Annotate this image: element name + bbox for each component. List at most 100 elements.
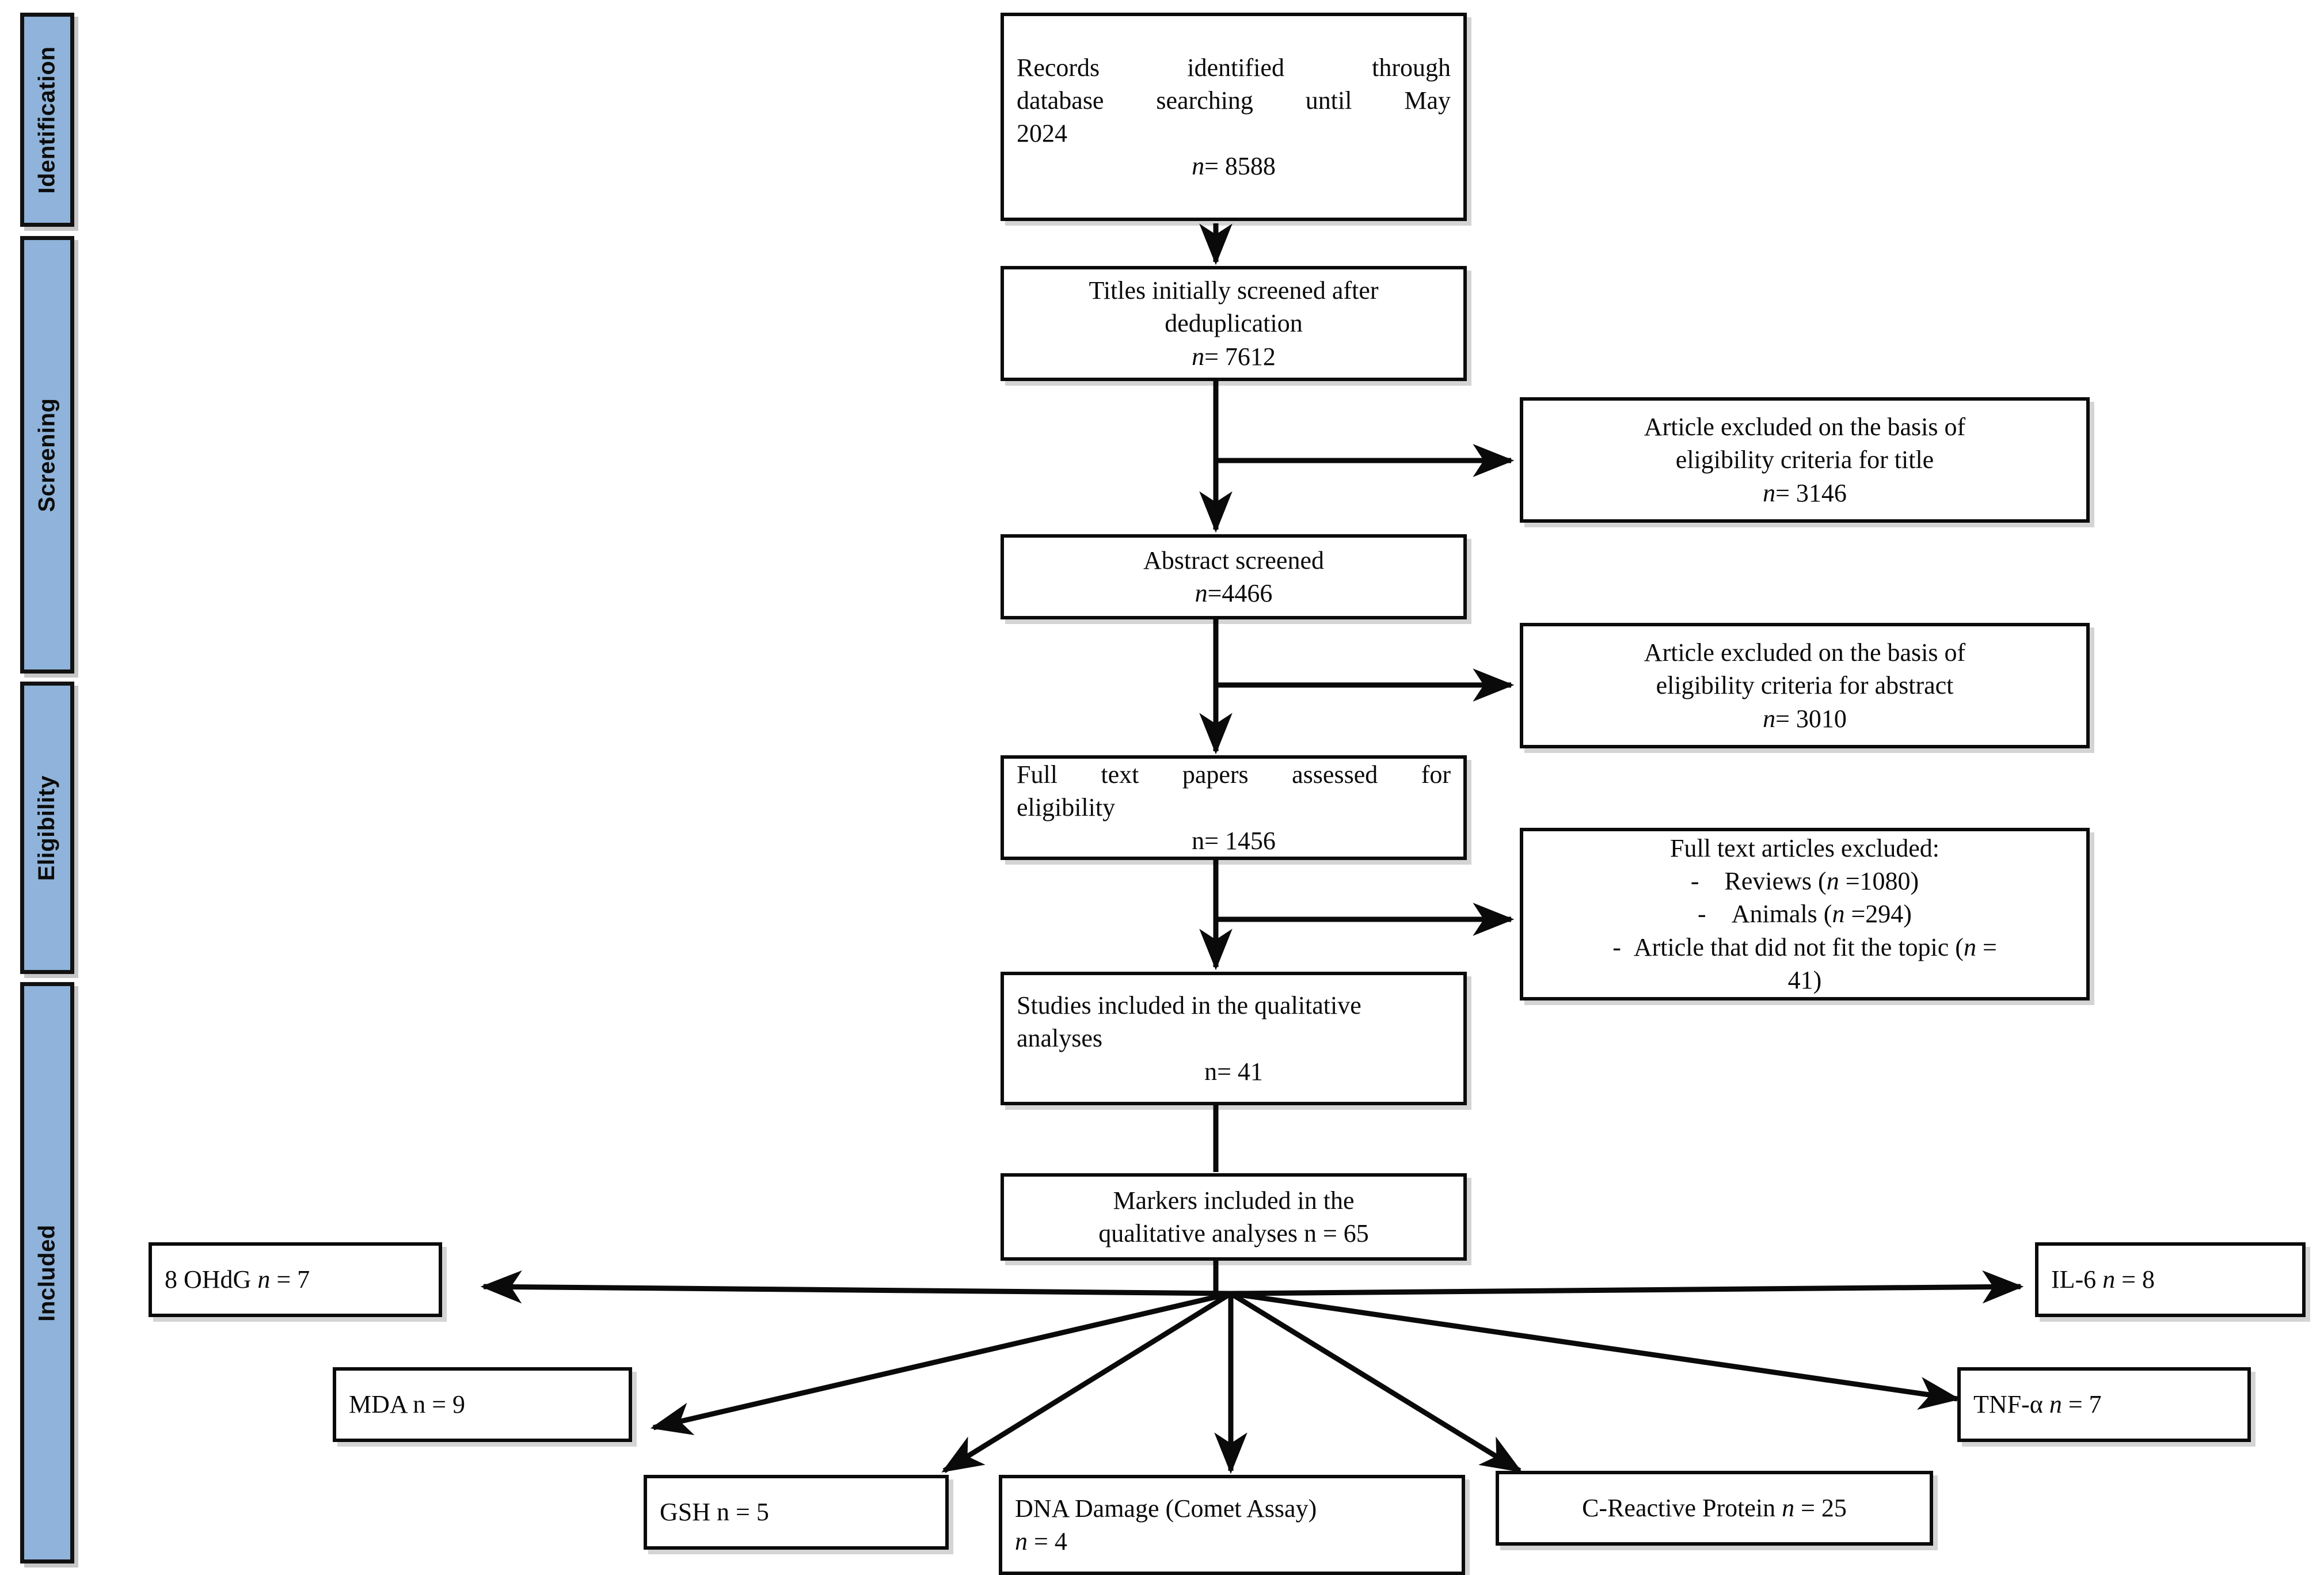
crp-n: n <box>1782 1494 1795 1523</box>
phase-bar-identification: Identification <box>20 13 74 227</box>
il6-value: = 8 <box>2115 1265 2155 1294</box>
studies-count-value: = 41 <box>1217 1057 1263 1086</box>
il6-name: IL-6 <box>2051 1265 2103 1294</box>
bullet-var-0: n <box>1826 867 1839 896</box>
box-excluded-title: Article excluded on the basis of eligibi… <box>1520 397 2090 523</box>
excl-title-line1: Article excluded on the basis of <box>1644 413 1966 442</box>
fulltext-count-value: = 1456 <box>1204 826 1276 855</box>
edge-hub-to-ohdg <box>480 1270 1231 1304</box>
box-excluded-fulltext: Full text articles excluded: - Reviews (… <box>1520 828 2090 1000</box>
box-studies-included: Studies included in the qualitative anal… <box>1001 972 1467 1105</box>
bullet-value-1: =294) <box>1844 900 1912 929</box>
abstract-count-n: n <box>1195 579 1208 607</box>
excl-abstract-count-n: n <box>1763 704 1776 733</box>
bullet-label-0: Reviews ( <box>1724 867 1827 896</box>
box-marker-dna: DNA Damage (Comet Assay) n = 4 <box>999 1475 1465 1575</box>
box-marker-mda: MDA n = 9 <box>333 1367 632 1442</box>
box-excluded-abstract: Article excluded on the basis of eligibi… <box>1520 623 2090 748</box>
box-marker-tnfa: TNF-α n = 7 <box>1957 1367 2251 1442</box>
titles-count-value: = 7612 <box>1204 342 1276 371</box>
fulltext-line1: Full text papers assessed for <box>1017 760 1451 789</box>
abstract-line1: Abstract screened <box>1143 546 1324 575</box>
phase-label-eligibility: Eligibility <box>34 775 60 881</box>
crp-value: = 25 <box>1794 1494 1847 1523</box>
crp-label: C-Reactive Protein n = 25 <box>1512 1492 1917 1524</box>
studies-line1: Studies included in the qualitative <box>1017 991 1361 1020</box>
records-line1: Records identified through <box>1017 53 1451 82</box>
bullet-label-1: Animals ( <box>1731 900 1832 929</box>
studies-count-n: n <box>1204 1057 1218 1086</box>
tnfa-label: TNF-α n = 7 <box>1973 1388 2235 1421</box>
edge-hub-to-mda <box>650 1291 1232 1435</box>
phase-label-screening: Screening <box>34 398 60 512</box>
bullet-dash-1: - <box>1698 900 1706 929</box>
box-fulltext-assessed: Full text papers assessed for eligibilit… <box>1001 755 1467 860</box>
markers-line2: qualitative analyses n = 65 <box>1098 1219 1369 1247</box>
phase-label-identification: Identification <box>34 46 60 193</box>
ohdg-n: n <box>257 1265 271 1294</box>
markers-line1: Markers included in the <box>1113 1186 1355 1215</box>
excl-fulltext-item-offtopic-cont: 41) <box>1787 965 1822 994</box>
box-marker-il6: IL-6 n = 8 <box>2035 1242 2306 1317</box>
tnfa-value: = 7 <box>2061 1390 2102 1419</box>
ohdg-value: = 7 <box>270 1265 310 1294</box>
box-marker-crp: C-Reactive Protein n = 25 <box>1496 1471 1933 1546</box>
dna-n: n <box>1015 1527 1028 1555</box>
excl-abstract-count: n= 3010 <box>1536 702 2074 735</box>
tnfa-n: n <box>2049 1390 2062 1419</box>
dna-count: n = 4 <box>1015 1525 1449 1558</box>
phase-label-included: Included <box>34 1224 60 1322</box>
box-records-identified: Records identified through database sear… <box>1001 13 1467 221</box>
box-marker-ohdg: 8 OHdG n = 7 <box>149 1242 442 1317</box>
il6-n: n <box>2102 1265 2116 1294</box>
fulltext-line2: eligibility <box>1017 793 1116 822</box>
gsh-label: GSH n = 5 <box>660 1498 769 1527</box>
excl-abstract-line1: Article excluded on the basis of <box>1644 638 1966 667</box>
ohdg-label: 8 OHdG n = 7 <box>165 1263 426 1296</box>
edge-hub-to-gsh <box>941 1291 1233 1473</box>
tnfa-name: TNF-α <box>1973 1390 2049 1419</box>
crp-name: C-Reactive Protein <box>1582 1494 1782 1523</box>
ohdg-name: 8 OHdG <box>165 1265 258 1294</box>
titles-line1: Titles initially screened after <box>1089 276 1379 305</box>
mda-label: MDA n = 9 <box>349 1390 466 1419</box>
titles-line2: deduplication <box>1165 309 1303 338</box>
excl-abstract-count-value: = 3010 <box>1775 704 1847 733</box>
excl-title-count-value: = 3146 <box>1775 478 1847 507</box>
fulltext-count: n= 1456 <box>1017 824 1451 857</box>
il6-label: IL-6 n = 8 <box>2051 1263 2289 1296</box>
records-line3: 2024 <box>1017 119 1067 147</box>
studies-line2: analyses <box>1017 1024 1103 1053</box>
box-abstract-screened: Abstract screened n=4466 <box>1001 534 1467 619</box>
box-titles-screened: Titles initially screened after deduplic… <box>1001 266 1467 381</box>
bullet-dash-2: - <box>1612 933 1621 961</box>
bullet-label-2: Article that did not fit the topic ( <box>1633 933 1964 961</box>
records-count: n= 8588 <box>1017 150 1451 182</box>
bullet-var-2: n <box>1963 933 1976 961</box>
titles-count-n: n <box>1192 342 1205 371</box>
dna-line1: DNA Damage (Comet Assay) <box>1015 1494 1317 1523</box>
excl-fulltext-item-animals: - Animals (n =294) <box>1532 897 2077 930</box>
phase-bar-included: Included <box>20 982 74 1563</box>
edge-hub-to-il6 <box>1230 1270 2024 1304</box>
studies-count: n= 41 <box>1017 1055 1451 1088</box>
titles-count: n= 7612 <box>1017 340 1451 373</box>
excl-title-count: n= 3146 <box>1536 477 2074 509</box>
excl-title-count-n: n <box>1763 478 1776 507</box>
bullet-var-1: n <box>1832 900 1845 929</box>
dna-value: = 4 <box>1028 1527 1067 1555</box>
excl-fulltext-item-reviews: - Reviews (n =1080) <box>1532 865 2077 897</box>
bullet-value-2: = <box>1976 933 1997 961</box>
bullet-dash-0: - <box>1690 867 1699 896</box>
excl-abstract-line2: eligibility criteria for abstract <box>1656 671 1954 700</box>
excl-fulltext-heading: Full text articles excluded: <box>1670 834 1939 863</box>
abstract-count-value: =4466 <box>1207 579 1273 607</box>
abstract-count: n=4466 <box>1017 577 1451 610</box>
excl-title-line2: eligibility criteria for title <box>1675 446 1934 474</box>
records-count-n: n <box>1192 152 1205 181</box>
box-marker-gsh: GSH n = 5 <box>644 1475 949 1550</box>
edge-hub-to-tnfa <box>1230 1291 1961 1410</box>
records-line2: database searching until May <box>1017 86 1451 115</box>
edge-hub-to-crp <box>1229 1291 1523 1473</box>
fulltext-count-n: n <box>1192 826 1205 855</box>
